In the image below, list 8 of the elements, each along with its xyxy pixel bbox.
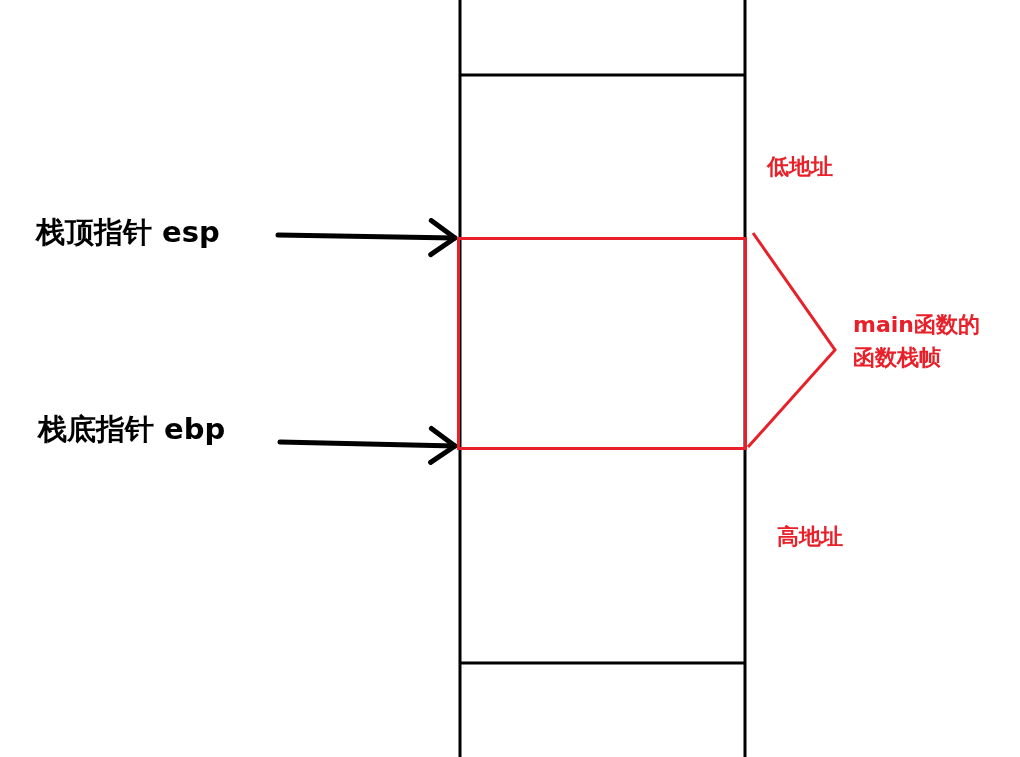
- stack-frame-box: [457, 237, 747, 450]
- pointer-label: 栈顶指针 esp: [36, 215, 271, 260]
- pointer-label: 栈底指针 ebp: [38, 412, 273, 457]
- arrow: [277, 425, 458, 465]
- address-label: main函数的函数栈帧: [853, 311, 981, 372]
- arrow: [275, 218, 458, 258]
- address-label: 高地址: [777, 523, 844, 551]
- address-label: 低地址: [767, 153, 834, 181]
